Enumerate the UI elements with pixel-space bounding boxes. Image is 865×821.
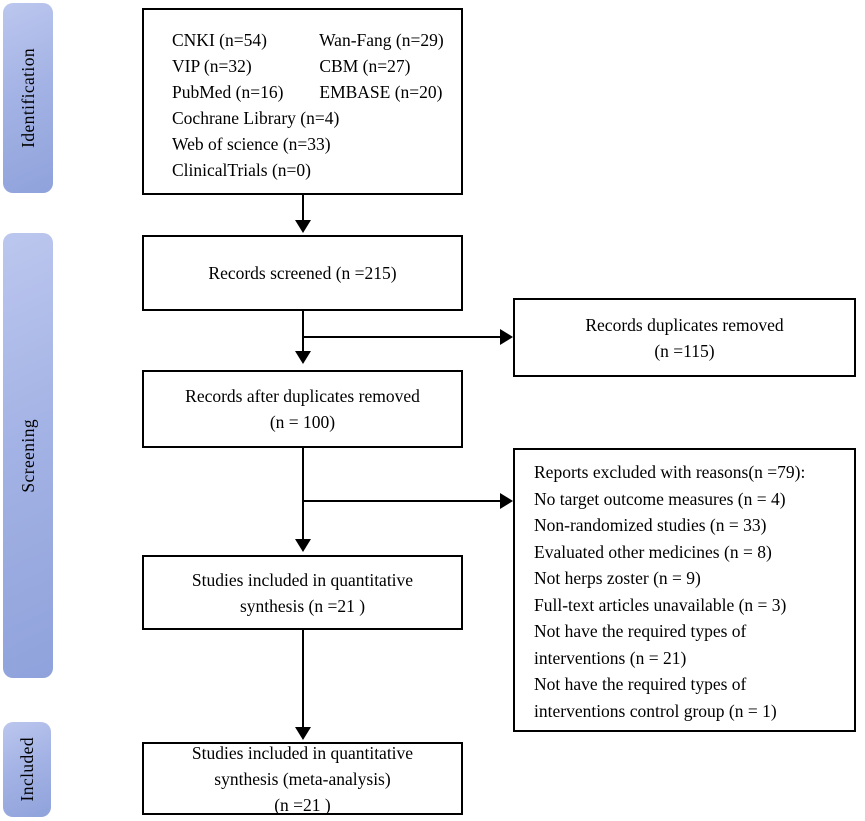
source-row: Cochrane Library (n=4) — [172, 105, 461, 131]
arrowhead-right-icon — [500, 493, 513, 509]
source-row: VIP (n=32) CBM (n=27) — [172, 53, 461, 79]
source-cbm: CBM (n=27) — [319, 56, 411, 76]
box-identification-sources: CNKI (n=54) Wan-Fang (n=29) VIP (n=32) C… — [142, 8, 463, 195]
box-records-screened: Records screened (n =215) — [142, 235, 463, 311]
stage-screening-label: Screening — [17, 418, 38, 493]
stage-included: Included — [3, 722, 51, 817]
meta-line-1: Studies included in quantitative — [191, 742, 414, 763]
excluded-reason-line: Not have the required types of — [534, 621, 747, 641]
branch-to-duplicates-removed — [303, 336, 500, 338]
records-screened-text: Records screened (n =215) — [208, 263, 397, 283]
source-clinicaltrials: ClinicalTrials (n=0) — [172, 160, 312, 180]
meta-line-3: (n =21 ) — [274, 794, 331, 815]
excluded-reason-line: No target outcome measures (n = 4) — [534, 488, 786, 509]
connector-after-duplicates-to-quantitative — [302, 448, 304, 540]
excluded-reason-line: interventions (n = 21) — [534, 647, 687, 668]
arrowhead-down-icon — [295, 351, 311, 364]
source-cnki: CNKI (n=54) — [172, 30, 267, 50]
meta-line-2: synthesis (meta-analysis) — [214, 768, 391, 789]
excluded-reason-line: Reports excluded with reasons(n =79): — [534, 462, 806, 482]
connector-sources-to-screened — [302, 195, 304, 221]
stage-screening: Screening — [3, 233, 53, 678]
source-embase: EMBASE (n=20) — [319, 82, 443, 102]
source-row: ClinicalTrials (n=0) — [172, 157, 461, 183]
source-row: Web of science (n=33) — [172, 131, 461, 157]
branch-to-reports-excluded — [303, 500, 500, 502]
connector-screened-to-after-duplicates — [302, 311, 304, 353]
source-pubmed: PubMed (n=16) — [172, 82, 284, 102]
arrowhead-down-icon — [295, 539, 311, 552]
source-row: CNKI (n=54) Wan-Fang (n=29) — [172, 27, 461, 53]
connector-quantitative-to-meta — [302, 630, 304, 728]
excluded-reason-line: Full-text articles unavailable (n = 3) — [534, 594, 787, 615]
stage-included-label: Included — [16, 737, 37, 802]
excluded-reason-line: interventions control group (n = 1) — [534, 700, 777, 721]
excluded-reason-line: Not herps zoster (n = 9) — [534, 568, 701, 588]
box-after-duplicates-removed: Records after duplicates removed (n = 10… — [142, 370, 463, 448]
excluded-reason-line: Evaluated other medicines (n = 8) — [534, 541, 772, 562]
box-reports-excluded: Reports excluded with reasons(n =79): No… — [513, 448, 856, 732]
after-duplicates-line-1: Records after duplicates removed — [185, 386, 420, 406]
stage-identification-label: Identification — [17, 48, 38, 148]
source-vip: VIP (n=32) — [172, 56, 252, 76]
excluded-reason-line: Non-randomized studies (n = 33) — [534, 515, 767, 535]
excluded-reason-line: Not have the required types of — [534, 674, 747, 694]
source-wanfang: Wan-Fang (n=29) — [319, 30, 444, 50]
arrowhead-right-icon — [500, 329, 513, 345]
box-meta-analysis: Studies included in quantitative synthes… — [142, 742, 463, 815]
box-duplicates-removed: Records duplicates removed (n =115) — [513, 298, 856, 377]
quantitative-line-1: Studies included in quantitative — [191, 569, 414, 590]
box-quantitative-synthesis: Studies included in quantitative synthes… — [142, 555, 463, 630]
arrowhead-down-icon — [295, 727, 311, 740]
duplicates-removed-line-2: (n =115) — [654, 340, 715, 361]
source-cochrane: Cochrane Library (n=4) — [172, 108, 340, 128]
duplicates-removed-line-1: Records duplicates removed — [585, 314, 784, 335]
source-web-of-science: Web of science (n=33) — [172, 134, 331, 154]
after-duplicates-line-2: (n = 100) — [269, 412, 336, 432]
arrowhead-down-icon — [295, 220, 311, 233]
stage-identification: Identification — [3, 3, 53, 193]
quantitative-line-2: synthesis (n =21 ) — [239, 595, 366, 616]
source-row: PubMed (n=16) EMBASE (n=20) — [172, 79, 461, 105]
